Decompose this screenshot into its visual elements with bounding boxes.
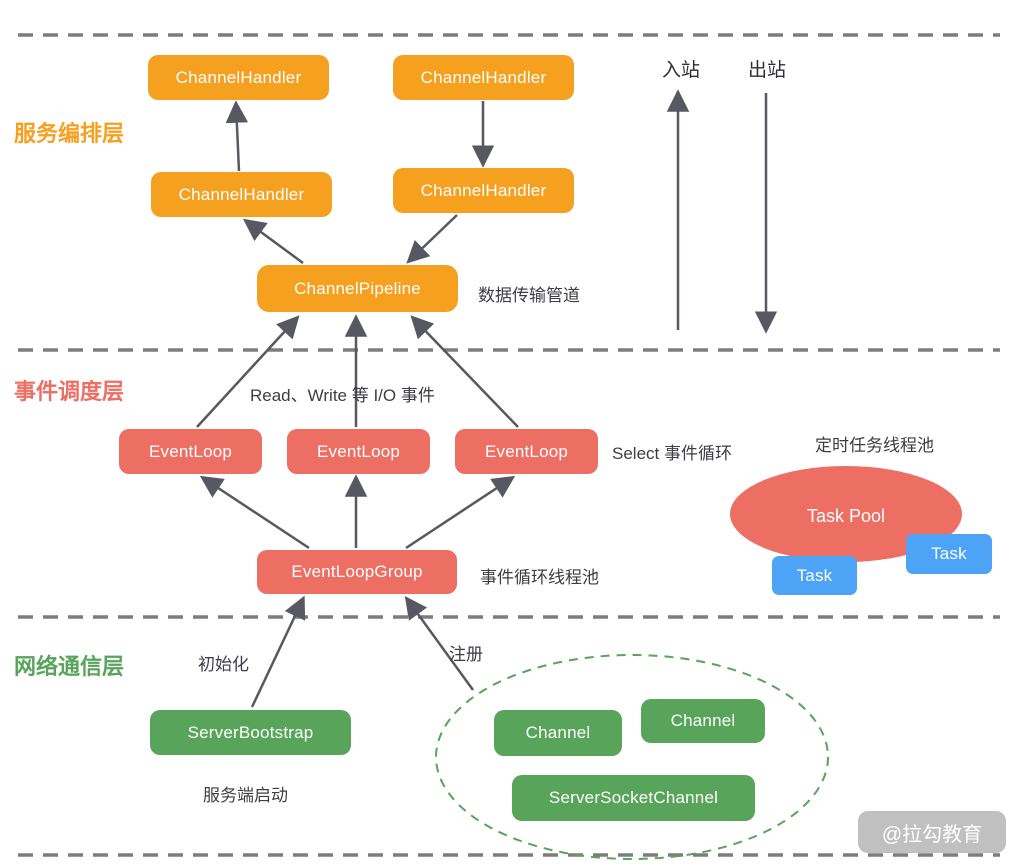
io-events-note: Read、Write 等 I/O 事件 <box>250 386 435 405</box>
arrow-group-to-eventloop3 <box>405 475 516 550</box>
task-box: Task <box>906 534 992 574</box>
task-pool-label: Task Pool <box>806 506 886 526</box>
register-note: 注册 <box>449 645 483 664</box>
select-loop-note: Select 事件循环 <box>612 444 732 463</box>
init-note: 初始化 <box>198 655 249 674</box>
channel-handler-box: ChannelHandler <box>148 55 329 100</box>
arrow-channels-to-group <box>404 595 475 691</box>
task-pool-ellipse <box>730 466 962 562</box>
outbound-label: 出站 <box>748 60 787 81</box>
channel-group-ellipse <box>435 654 829 860</box>
bootstrap-note: 服务端启动 <box>203 786 288 805</box>
pipeline-note: 数据传输管道 <box>478 286 580 305</box>
server-socket-channel-box: ServerSocketChannel <box>512 775 755 821</box>
channel-handler-box: ChannelHandler <box>393 55 574 100</box>
eventloop-box: EventLoop <box>287 429 430 474</box>
inbound-label: 入站 <box>662 60 701 81</box>
arrow-pipeline-to-handler3 <box>242 218 304 265</box>
server-bootstrap-box: ServerBootstrap <box>150 710 351 755</box>
channel-box: Channel <box>641 699 765 743</box>
eventloopgroup-box: EventLoopGroup <box>257 550 457 594</box>
channel-pipeline-box: ChannelPipeline <box>257 265 458 312</box>
arrow-eventloop3-to-pipeline <box>410 315 519 428</box>
eventloop-box: EventLoop <box>455 429 598 474</box>
channel-handler-box: ChannelHandler <box>151 172 332 217</box>
layer-label-event: 事件调度层 <box>14 379 125 404</box>
watermark-badge: @拉勾教育 <box>858 811 1006 853</box>
arrow-handler4-to-pipeline <box>406 214 458 264</box>
arrow-group-to-eventloop1 <box>199 475 310 550</box>
task-box: Task <box>772 556 857 595</box>
arrow-handler3-to-handler1 <box>225 100 249 172</box>
timer-pool-note: 定时任务线程池 <box>815 436 934 455</box>
layer-label-orchestration: 服务编排层 <box>14 121 125 146</box>
arrow-bootstrap-to-group <box>250 595 306 708</box>
eventloop-box: EventLoop <box>119 429 262 474</box>
arrow-eventloop1-to-pipeline <box>196 315 300 428</box>
layer-label-network: 网络通信层 <box>14 654 125 679</box>
channel-handler-box: ChannelHandler <box>393 168 574 213</box>
group-note: 事件循环线程池 <box>480 568 599 587</box>
channel-box: Channel <box>494 710 622 756</box>
